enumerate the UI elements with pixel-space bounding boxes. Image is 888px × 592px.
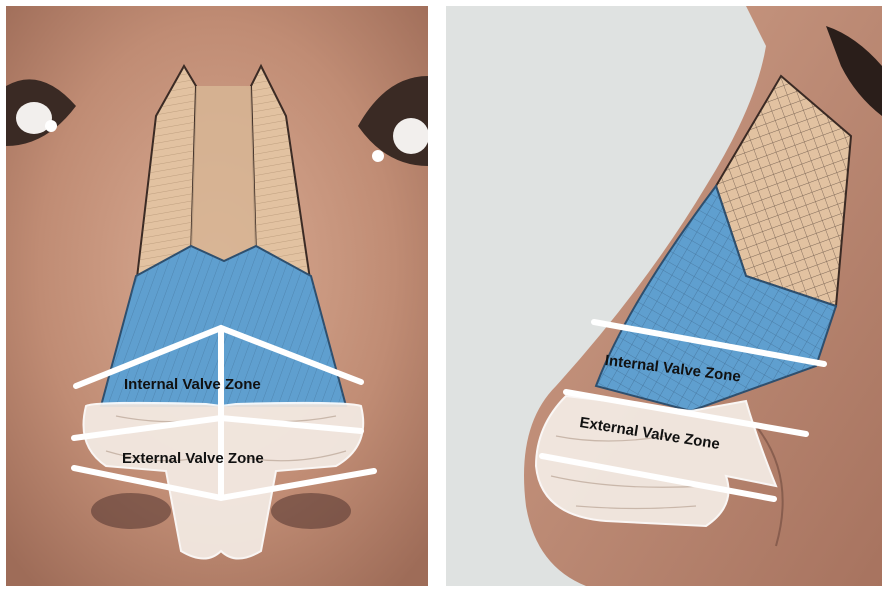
internal-valve-zone-label: Internal Valve Zone bbox=[124, 376, 261, 393]
external-valve-zone-label: External Valve Zone bbox=[122, 450, 264, 467]
nasal-septum-dorsum bbox=[191, 86, 256, 261]
right-nostril bbox=[271, 493, 351, 529]
lateral-view-panel: Internal Valve Zone External Valve Zone bbox=[446, 6, 882, 586]
lateral-nose-illustration bbox=[446, 6, 882, 586]
frontal-view-panel: Internal Valve Zone External Valve Zone bbox=[6, 6, 428, 586]
frontal-nose-illustration bbox=[6, 6, 428, 586]
left-nostril bbox=[91, 493, 171, 529]
